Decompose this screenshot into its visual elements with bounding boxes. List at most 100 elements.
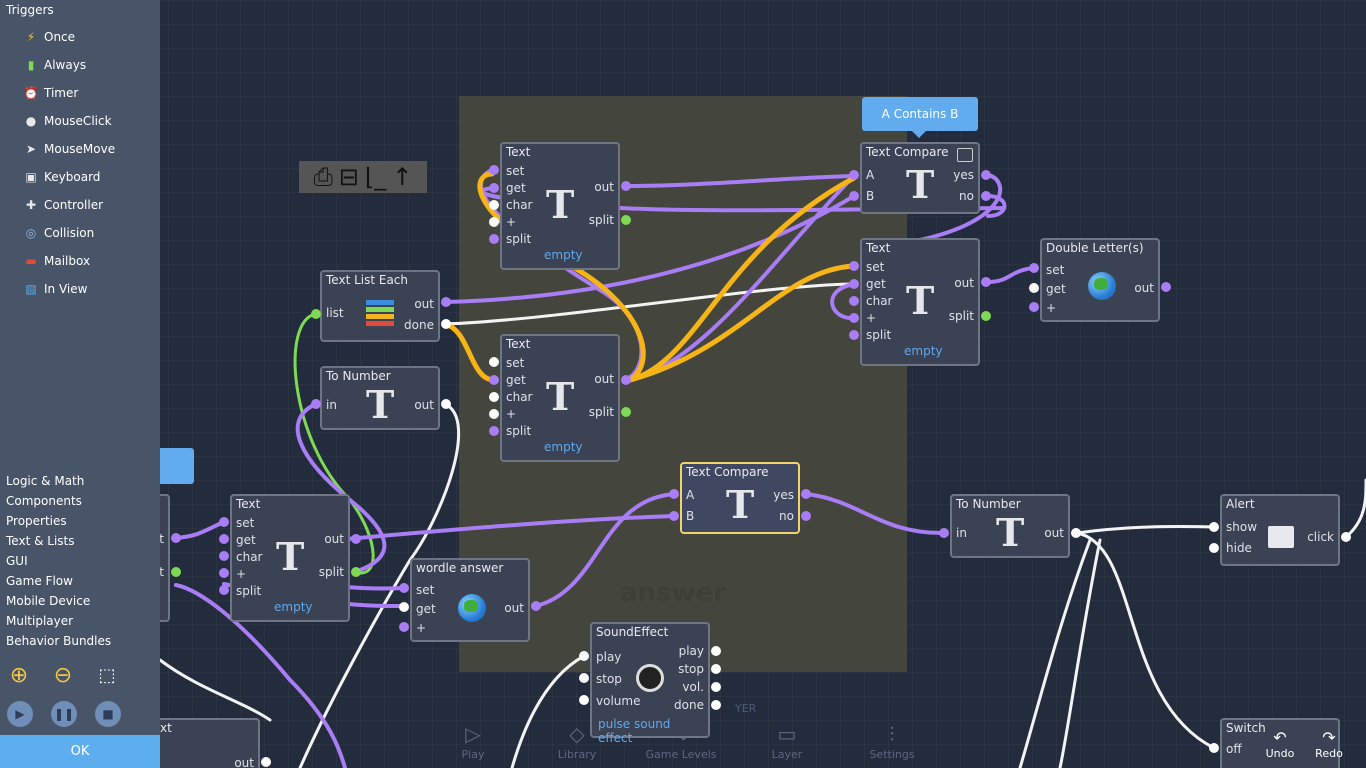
port-dot[interactable]	[351, 534, 361, 544]
port-dot[interactable]	[441, 319, 451, 329]
port-dot[interactable]	[801, 489, 811, 499]
port-dot[interactable]	[849, 279, 859, 289]
port-dot[interactable]	[219, 585, 229, 595]
port-dot[interactable]	[711, 682, 721, 692]
port-dot[interactable]	[489, 217, 499, 227]
select-area-icon[interactable]: ⬚	[98, 664, 116, 686]
port-dot[interactable]	[1029, 263, 1039, 273]
port-dot[interactable]	[1029, 283, 1039, 293]
port-dot[interactable]	[1341, 532, 1351, 542]
switch-node[interactable]: Switch off	[1220, 718, 1340, 768]
trigger-timer[interactable]: ⏰Timer	[23, 86, 79, 100]
port-dot[interactable]	[849, 296, 859, 306]
blue-chip[interactable]	[160, 448, 194, 484]
port-dot[interactable]	[939, 528, 949, 538]
port-dot[interactable]	[621, 215, 631, 225]
trigger-always[interactable]: ▮Always	[24, 54, 86, 76]
port-dot[interactable]	[1161, 282, 1171, 292]
port-dot[interactable]	[219, 568, 229, 578]
nav-layer[interactable]: ▭Layer	[771, 722, 803, 761]
port-dot[interactable]	[669, 511, 679, 521]
port-dot[interactable]	[669, 489, 679, 499]
port-dot[interactable]	[171, 533, 181, 543]
port-dot[interactable]	[441, 399, 451, 409]
category-components[interactable]: Components	[6, 494, 82, 508]
port-dot[interactable]	[849, 313, 859, 323]
trigger-in-view[interactable]: ▧In View	[25, 282, 88, 296]
to-number-node-2[interactable]: To Number in T out	[950, 494, 1070, 558]
nav-library[interactable]: ◇Library	[557, 722, 597, 761]
category-mobile-device[interactable]: Mobile Device	[6, 594, 91, 608]
stop-button[interactable]: ■	[95, 701, 121, 727]
category-logic-math[interactable]: Logic & Math	[6, 474, 85, 488]
trigger-collision[interactable]: ◎Collision	[25, 226, 95, 240]
port-dot[interactable]	[489, 200, 499, 210]
text-node-4[interactable]: Text set get char + split T out split em…	[230, 494, 350, 622]
text-compare-node-1[interactable]: Text Compare A B T yes no	[860, 142, 980, 214]
port-dot[interactable]	[1071, 528, 1081, 538]
category-properties[interactable]: Properties	[6, 514, 67, 528]
category-gui[interactable]: GUI	[6, 554, 28, 568]
port-dot[interactable]	[621, 181, 631, 191]
zoom-in-icon[interactable]: ⊕	[9, 662, 29, 688]
port-dot[interactable]	[489, 165, 499, 175]
port-dot[interactable]	[399, 583, 409, 593]
nav-settings[interactable]: ⫶Settings	[869, 722, 915, 761]
port-dot[interactable]	[489, 409, 499, 419]
trigger-controller[interactable]: ✚Controller	[25, 198, 104, 212]
port-dot[interactable]	[579, 695, 589, 705]
port-dot[interactable]	[849, 261, 859, 271]
port-dot[interactable]	[399, 622, 409, 632]
play-button[interactable]: ▶	[7, 701, 33, 727]
trigger-mousemove[interactable]: ➤MouseMove	[25, 142, 116, 156]
port-dot[interactable]	[399, 602, 409, 612]
port-dot[interactable]	[621, 407, 631, 417]
port-dot[interactable]	[981, 277, 991, 287]
port-dot[interactable]	[849, 191, 859, 201]
port-dot[interactable]	[261, 757, 271, 767]
trigger-mouseclick[interactable]: ●MouseClick	[25, 114, 112, 128]
text-node-1[interactable]: Text set get char + split T out split em…	[500, 142, 620, 270]
port-dot[interactable]	[1209, 743, 1219, 753]
nav-play[interactable]: ▷Play	[461, 722, 485, 761]
port-dot[interactable]	[981, 170, 991, 180]
port-dot[interactable]	[579, 673, 589, 683]
port-dot[interactable]	[1209, 522, 1219, 532]
port-dot[interactable]	[171, 567, 181, 577]
port-dot[interactable]	[1029, 302, 1039, 312]
text-list-each-node[interactable]: Text List Each list out done	[320, 270, 440, 342]
port-dot[interactable]	[489, 392, 499, 402]
port-dot[interactable]	[711, 700, 721, 710]
port-dot[interactable]	[489, 375, 499, 385]
port-dot[interactable]	[711, 646, 721, 656]
port-dot[interactable]	[981, 311, 991, 321]
port-dot[interactable]	[579, 651, 589, 661]
comment-icon[interactable]	[957, 148, 973, 162]
port-dot[interactable]	[981, 191, 991, 201]
port-dot[interactable]	[801, 511, 811, 521]
port-dot[interactable]	[849, 330, 859, 340]
text-compare-node-2[interactable]: Text Compare A B T yes no	[680, 462, 800, 534]
port-dot[interactable]	[311, 309, 321, 319]
port-dot[interactable]	[219, 534, 229, 544]
double-letters-node[interactable]: Double Letter(s) set get + out	[1040, 238, 1160, 322]
text-node-2[interactable]: Text set get char + split T out split em…	[500, 334, 620, 462]
sound-effect-node[interactable]: SoundEffect play stop volume play stop v…	[590, 622, 710, 745]
port-dot[interactable]	[849, 170, 859, 180]
text-node-3[interactable]: Text set get char + split T out split em…	[860, 238, 980, 366]
port-dot[interactable]	[531, 601, 541, 611]
zoom-out-icon[interactable]: ⊖	[53, 662, 73, 688]
port-dot[interactable]	[489, 426, 499, 436]
category-multiplayer[interactable]: Multiplayer	[6, 614, 74, 628]
port-dot[interactable]	[311, 399, 321, 409]
alert-node[interactable]: Alert show hide click	[1220, 494, 1340, 566]
pause-button[interactable]: ❚❚	[51, 701, 77, 727]
port-dot[interactable]	[489, 234, 499, 244]
port-dot[interactable]	[621, 375, 631, 385]
port-dot[interactable]	[711, 664, 721, 674]
port-dot[interactable]	[489, 183, 499, 193]
port-dot[interactable]	[1209, 543, 1219, 553]
trigger-once[interactable]: ⚡Once	[24, 26, 75, 48]
port-dot[interactable]	[351, 567, 361, 577]
